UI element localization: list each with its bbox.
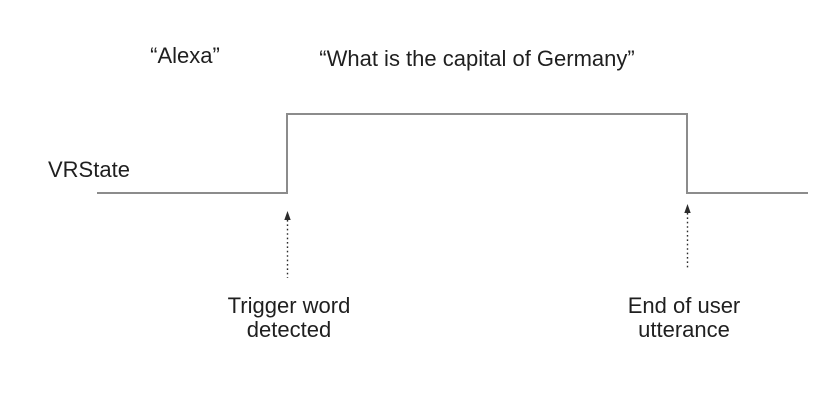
signal-name-label: VRState [48,157,130,182]
trigger-word-detected-label: Trigger word detected [227,293,351,342]
user-query-utterance-text: “What is the capital of Germany” [319,46,635,71]
trigger-word-utterance-text: “Alexa” [150,43,220,68]
up-arrow-icon [684,204,691,213]
up-arrow-icon [284,211,291,220]
event-arrows-group [284,204,691,278]
end-of-user-utterance-label: End of user utterance [627,293,741,342]
vrstate-waveform-line [97,113,808,194]
